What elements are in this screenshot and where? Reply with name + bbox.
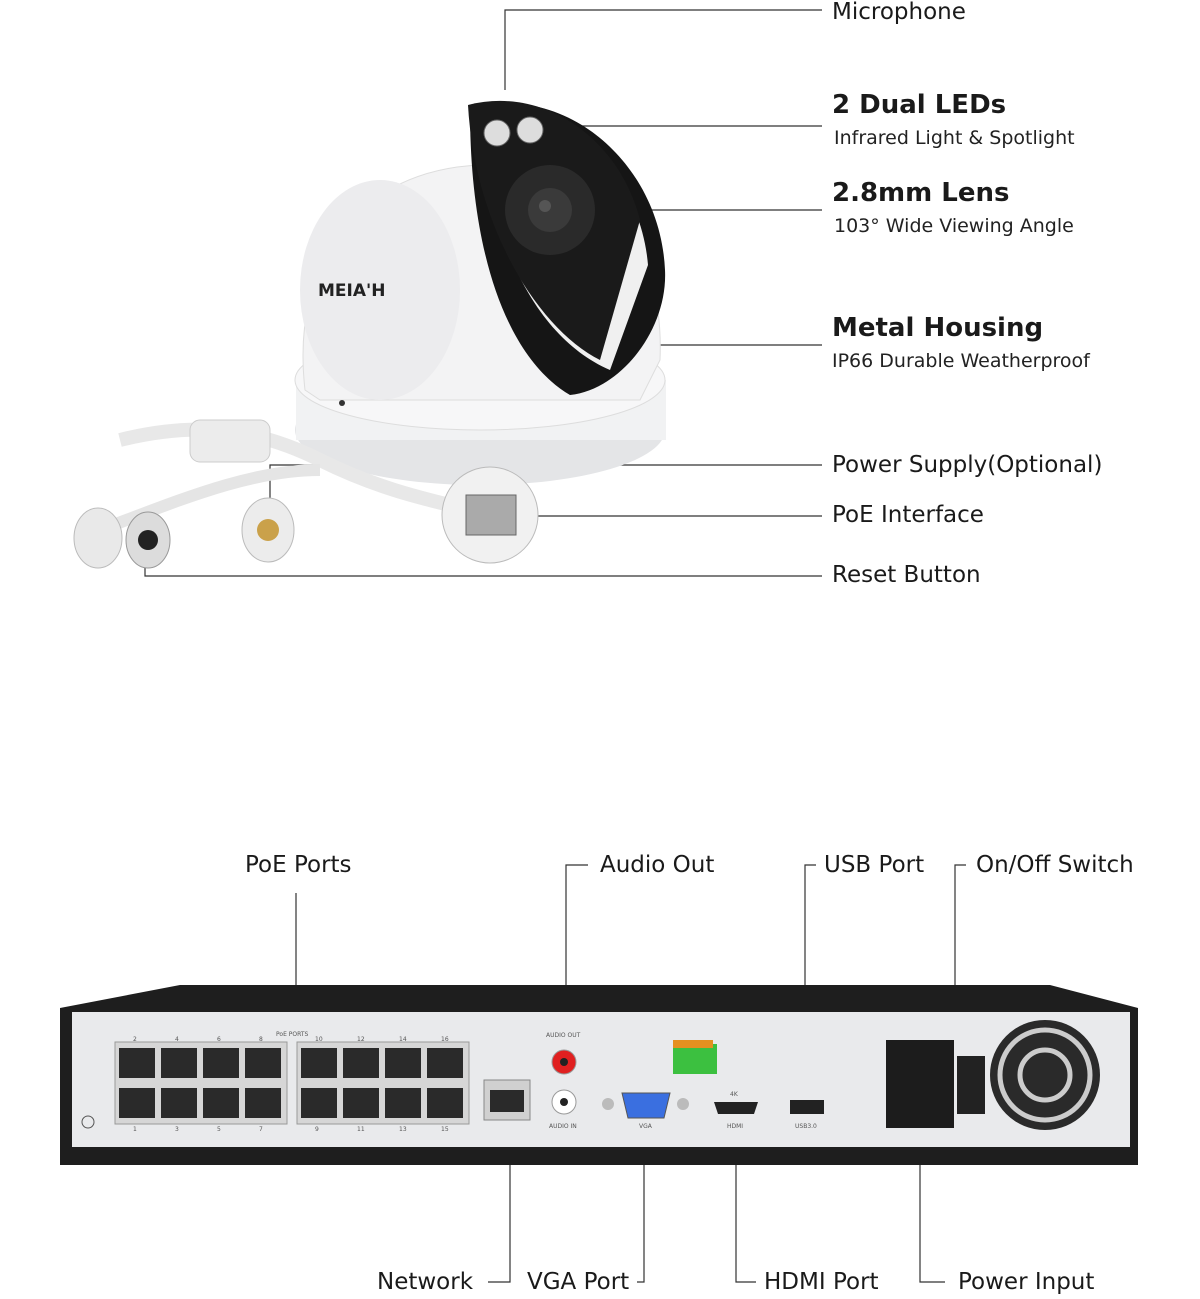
callout-power-input: Power Input bbox=[958, 1269, 1095, 1295]
port-number: 7 bbox=[259, 1126, 263, 1133]
callout-power-supply: Power Supply(Optional) bbox=[832, 452, 1103, 478]
poe-port bbox=[119, 1088, 155, 1118]
cooling-fan bbox=[990, 1020, 1100, 1130]
port-number: 4 bbox=[175, 1036, 179, 1043]
poe-ports-panel-label: PoE PORTS bbox=[276, 1031, 309, 1038]
audio-in-panel-label: AUDIO IN bbox=[549, 1123, 577, 1130]
poe-port bbox=[343, 1088, 379, 1118]
on-off-switch bbox=[957, 1056, 985, 1114]
alarm-terminal bbox=[673, 1044, 717, 1074]
poe-port bbox=[161, 1048, 197, 1078]
port-number: 5 bbox=[217, 1126, 221, 1133]
callout-hdmi-port: HDMI Port bbox=[764, 1269, 879, 1295]
vga-port bbox=[621, 1092, 671, 1119]
poe-port bbox=[301, 1088, 337, 1118]
callout-network: Network bbox=[377, 1269, 474, 1295]
poe-port bbox=[385, 1088, 421, 1118]
audio-out-panel-label: AUDIO OUT bbox=[546, 1032, 581, 1039]
poe-port bbox=[301, 1048, 337, 1078]
port-number: 11 bbox=[357, 1126, 365, 1133]
port-number: 3 bbox=[175, 1126, 179, 1133]
port-number: 6 bbox=[217, 1036, 221, 1043]
poe-port bbox=[427, 1088, 463, 1118]
port-number: 16 bbox=[441, 1036, 449, 1043]
callout-metal-housing: Metal Housing bbox=[832, 313, 1044, 343]
poe-port bbox=[245, 1048, 281, 1078]
power-input-socket bbox=[886, 1040, 954, 1128]
poe-port bbox=[203, 1088, 239, 1118]
callout-lens: 2.8mm Lens bbox=[832, 178, 1010, 208]
callout-dual-leds-subtitle: Infrared Light & Spotlight bbox=[834, 127, 1075, 149]
poe-port bbox=[119, 1048, 155, 1078]
poe-port bbox=[427, 1048, 463, 1078]
hdmi-panel-label: HDMI bbox=[727, 1123, 743, 1130]
port-number: 13 bbox=[399, 1126, 407, 1133]
usb-port bbox=[790, 1100, 824, 1114]
port-number: 8 bbox=[259, 1036, 263, 1043]
callout-lens-subtitle: 103° Wide Viewing Angle bbox=[834, 215, 1074, 237]
port-number: 10 bbox=[315, 1036, 323, 1043]
callout-poe-ports: PoE Ports bbox=[245, 852, 352, 878]
nvr-recorder: PoE PORTS AUDIO OUT AUDIO IN VGA 4K HDMI… bbox=[60, 985, 1138, 1165]
port-number: 1 bbox=[133, 1126, 137, 1133]
callout-microphone: Microphone bbox=[832, 0, 966, 25]
poe-port bbox=[385, 1048, 421, 1078]
callout-audio-out: Audio Out bbox=[600, 852, 715, 878]
port-number: 15 bbox=[441, 1126, 449, 1133]
poe-port bbox=[203, 1048, 239, 1078]
poe-port bbox=[161, 1088, 197, 1118]
port-number: 2 bbox=[133, 1036, 137, 1043]
usb-panel-label: USB3.0 bbox=[795, 1123, 817, 1130]
port-number: 12 bbox=[357, 1036, 365, 1043]
callout-dual-leds: 2 Dual LEDs bbox=[832, 90, 1007, 120]
port-number: 14 bbox=[399, 1036, 407, 1043]
callout-metal-housing-subtitle: IP66 Durable Weatherproof bbox=[832, 350, 1090, 372]
callout-on-off-switch: On/Off Switch bbox=[976, 852, 1134, 878]
brand-logo: MEIA'H bbox=[318, 281, 385, 301]
dome-camera: MEIA'H bbox=[73, 100, 666, 569]
poe-port bbox=[245, 1088, 281, 1118]
callout-usb-port: USB Port bbox=[824, 852, 925, 878]
hdmi-port bbox=[714, 1102, 758, 1114]
port-number: 9 bbox=[315, 1126, 319, 1133]
hdmi-4k-label: 4K bbox=[730, 1091, 739, 1098]
callout-reset-button: Reset Button bbox=[832, 562, 981, 588]
callout-vga-port: VGA Port bbox=[527, 1269, 630, 1295]
vga-panel-label: VGA bbox=[639, 1123, 653, 1130]
callout-poe-interface: PoE Interface bbox=[832, 502, 984, 528]
poe-port bbox=[343, 1048, 379, 1078]
